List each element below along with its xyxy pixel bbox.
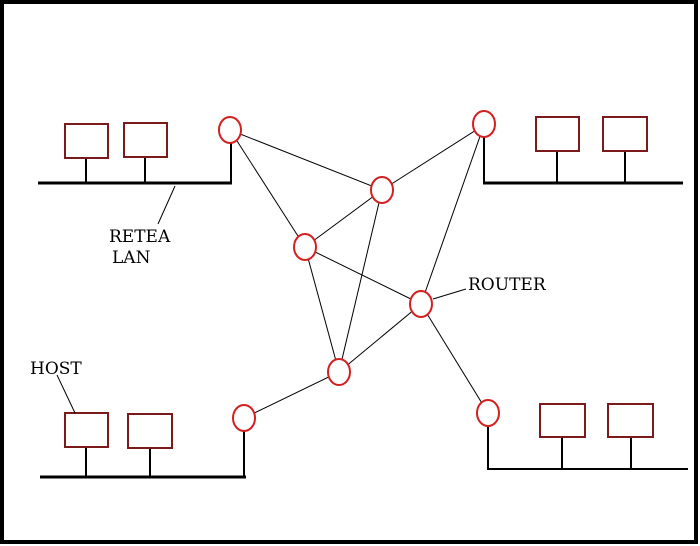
router-links [229, 124, 489, 419]
computer-host-box [64, 123, 109, 159]
computer-host-box [602, 116, 648, 152]
link-re-r3 [243, 371, 340, 419]
routers [218, 110, 500, 432]
router-circle [218, 116, 242, 144]
router-circle [409, 290, 433, 318]
link-rc-re [338, 189, 383, 373]
lan-label-pointer [157, 185, 176, 225]
link-r2-rc [381, 124, 485, 191]
link-r2-rr [420, 124, 485, 305]
link-rc-rd [304, 189, 383, 248]
router-label-pointer [432, 288, 467, 300]
computer-host-box [535, 116, 580, 152]
link-rr-r4 [420, 303, 489, 414]
lan-label-line-2: LAN [112, 248, 151, 268]
link-r1-rd [229, 129, 306, 248]
lan-bottom-left [40, 412, 246, 479]
lan-top-left [38, 122, 232, 185]
router-circle [476, 399, 500, 427]
link-rd-rr [304, 246, 422, 305]
router-circle [472, 110, 496, 138]
computer-host-box [127, 413, 173, 449]
router-circle [370, 176, 394, 204]
router-circle [232, 404, 256, 432]
computer-host-box [607, 403, 654, 438]
host-label-pointer [56, 374, 76, 414]
computer-host-box [539, 403, 586, 438]
lan-label-line-1: RETEA [109, 227, 171, 247]
link-rr-re [338, 303, 422, 373]
lan-top-right [483, 116, 683, 185]
link-rd-re [304, 246, 340, 373]
computer-host-box [123, 122, 168, 158]
computer-host-box [64, 412, 109, 448]
router-label: ROUTER [468, 275, 547, 295]
router-circle [327, 358, 351, 386]
lan-bottom-right [487, 403, 688, 470]
host-label: HOST [30, 359, 82, 379]
router-circle [293, 233, 317, 261]
link-r1-rc [229, 129, 383, 191]
